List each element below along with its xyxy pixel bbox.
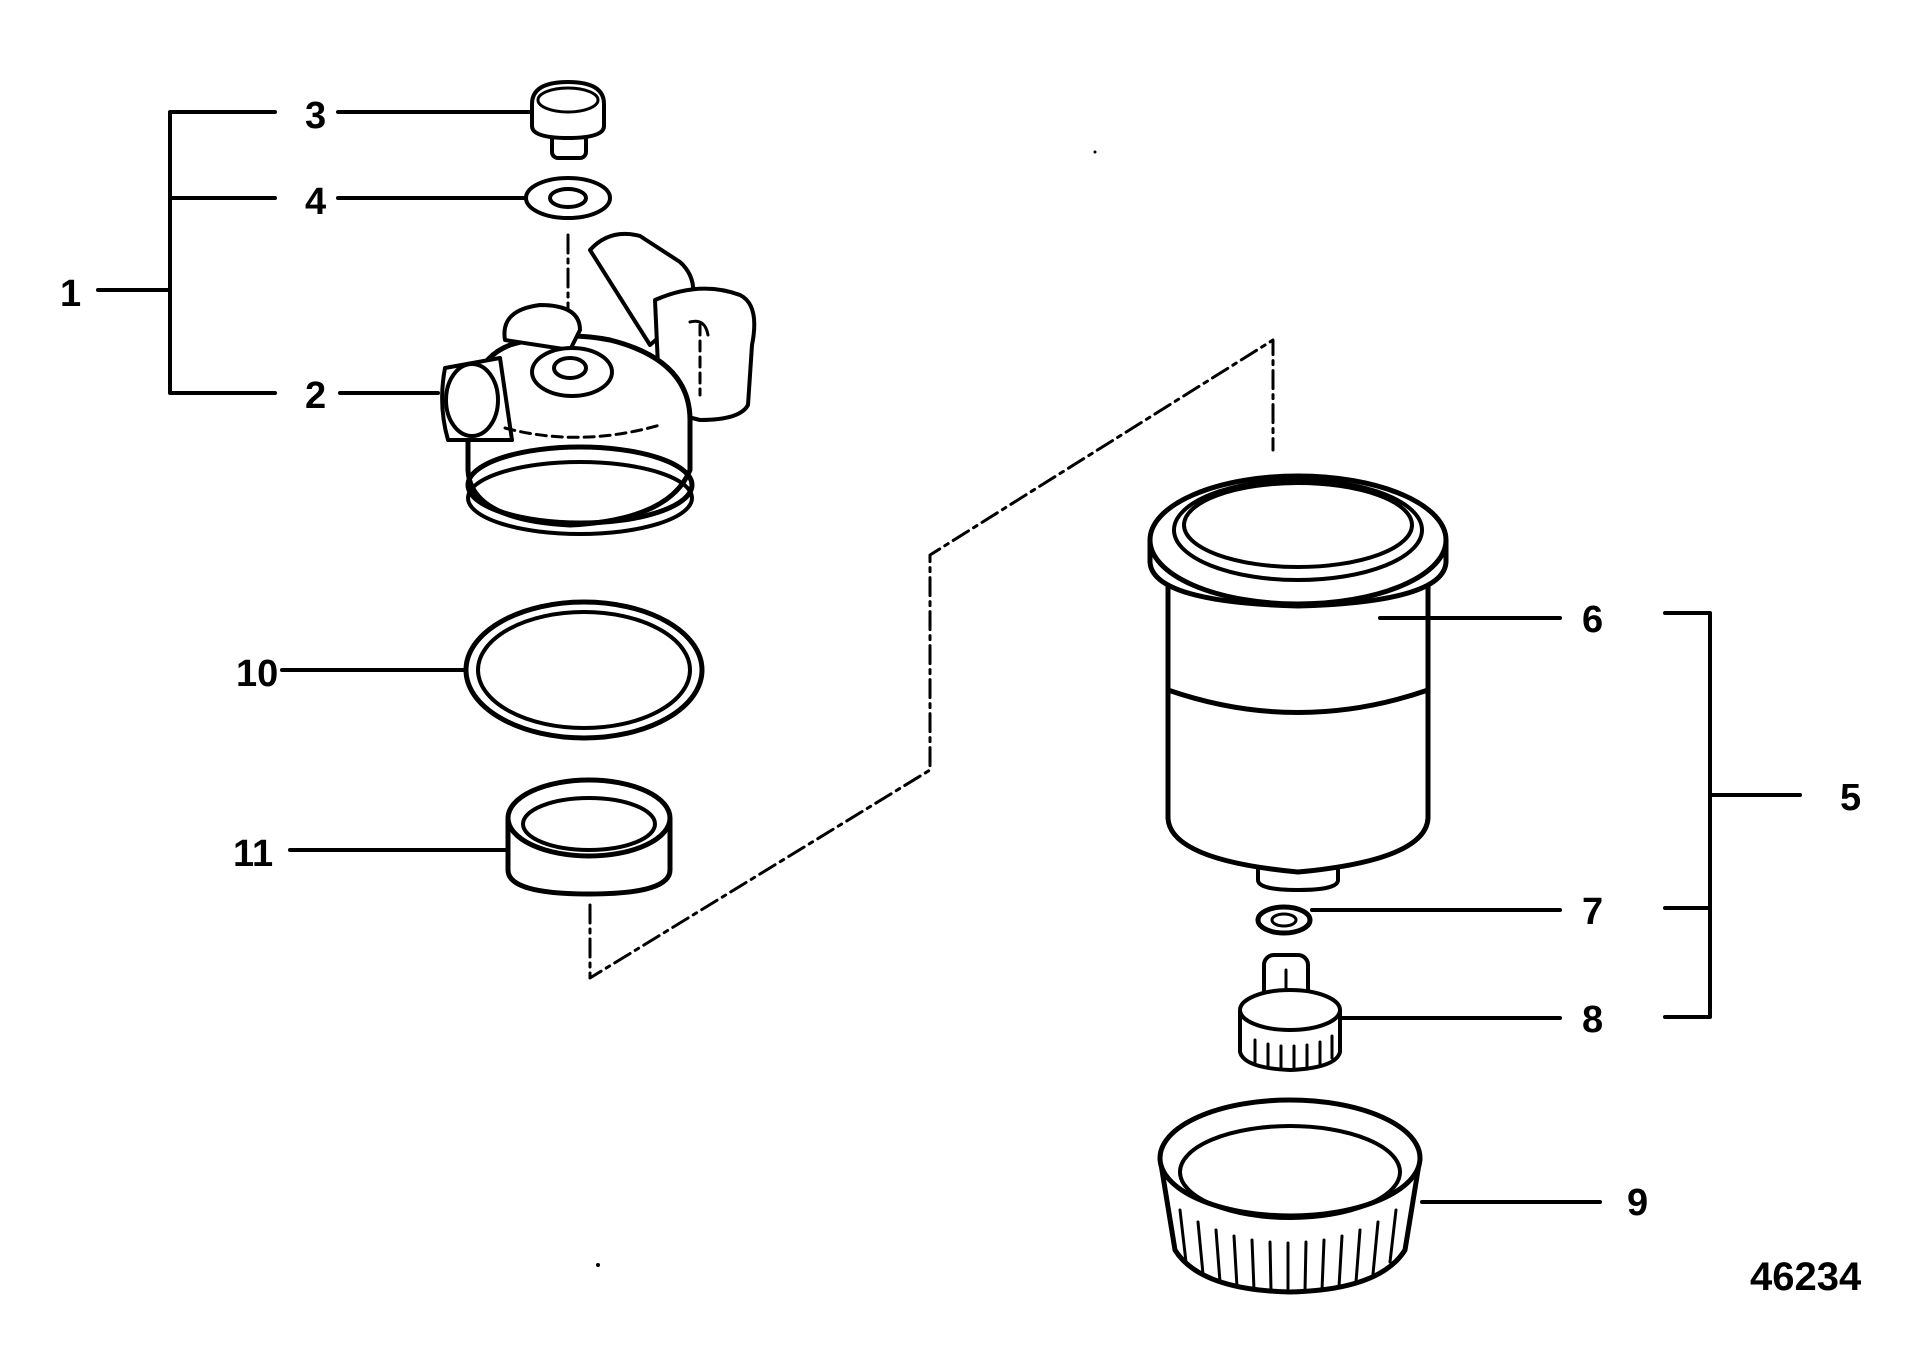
callout-5: 5 <box>1840 777 1861 819</box>
inlet-port <box>440 356 514 442</box>
callout-2: 2 <box>305 375 326 417</box>
head-detail-1 <box>503 423 662 439</box>
washer-part <box>524 176 612 220</box>
bracket-group-5: 5 <box>1663 611 1861 1019</box>
callout-group-3: 3 <box>305 95 532 137</box>
figure-number: 46234 <box>1750 1255 1862 1299</box>
callout-group-6: 6 <box>1378 599 1603 641</box>
canister-top-mid <box>1172 478 1424 582</box>
small-seal-part <box>1255 904 1313 936</box>
callout-group-8: 8 <box>1338 999 1603 1041</box>
o-ring-outer <box>463 599 705 741</box>
callout-3: 3 <box>305 95 326 137</box>
filter-canister-part <box>1147 473 1449 892</box>
upper-lobe <box>502 303 582 352</box>
o-ring-inner <box>476 610 692 730</box>
callout-9: 9 <box>1627 1182 1648 1224</box>
bracket-1 <box>168 110 277 395</box>
callout-11: 11 <box>233 833 273 875</box>
retaining-nut-part <box>1157 1097 1423 1295</box>
speck <box>1093 150 1097 154</box>
sleeve-ring-part: 11 <box>233 777 673 897</box>
center-hole <box>552 356 588 380</box>
filter-head-part <box>440 231 757 536</box>
callout-10: 10 <box>236 653 278 695</box>
speck <box>596 1263 600 1267</box>
callout-group-9: 9 <box>1420 1182 1648 1224</box>
head-base-ring <box>465 444 695 526</box>
head-base-ring-2 <box>466 460 694 536</box>
canister-top-inner <box>1182 481 1414 569</box>
seal-inner <box>1270 912 1298 928</box>
drain-knurl <box>1253 1034 1334 1071</box>
callout-group-7: 7 <box>1310 891 1603 933</box>
sleeve-top <box>505 777 673 859</box>
plug-head <box>530 80 606 140</box>
nut-inner <box>1178 1124 1402 1220</box>
callout-8: 8 <box>1582 999 1603 1041</box>
washer-outer <box>524 176 612 220</box>
callout-1: 1 <box>60 273 81 315</box>
inlet-port-face <box>444 362 500 438</box>
seal-outer <box>1255 904 1313 936</box>
bracket-5 <box>1663 611 1712 1019</box>
canister-band <box>1165 687 1431 715</box>
sleeve-inner <box>521 796 657 852</box>
head-detail-3 <box>688 319 710 337</box>
callout-7: 7 <box>1582 891 1603 933</box>
center-boss <box>530 346 614 398</box>
bracket-group-1: 1 <box>60 110 277 395</box>
nut-knurl <box>1178 1208 1398 1294</box>
drain-plug-part <box>1238 953 1342 1072</box>
plug-top <box>536 86 600 114</box>
callout-6: 6 <box>1582 599 1603 641</box>
callout-4: 4 <box>305 181 326 223</box>
callout-group-2: 2 <box>305 375 440 417</box>
o-ring-part: 10 <box>236 599 705 741</box>
canister-body <box>1165 580 1431 875</box>
assembly-path-line <box>588 338 1275 980</box>
vent-plug-part <box>530 80 606 160</box>
drain-knob-top <box>1238 988 1342 1032</box>
washer-inner <box>548 187 588 209</box>
callout-group-4: 4 <box>305 181 527 223</box>
